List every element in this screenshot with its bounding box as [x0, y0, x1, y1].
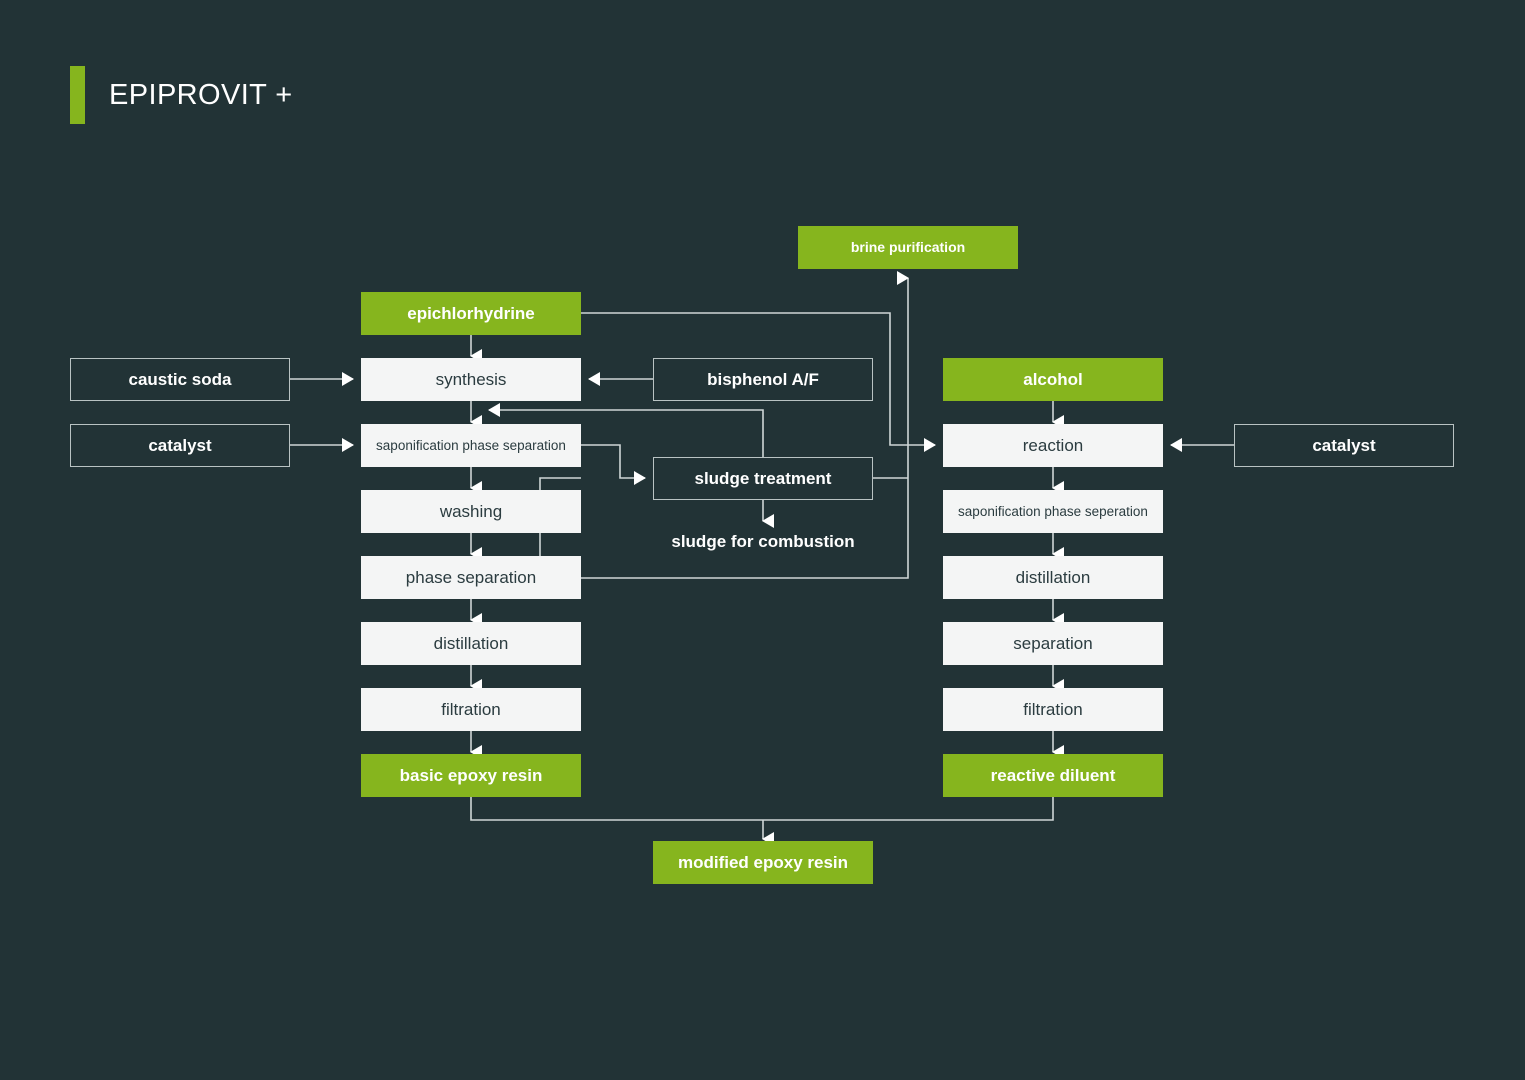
node-washing[interactable]: washing: [361, 490, 581, 533]
edge-saponification-sludgetreatment: [581, 444, 646, 485]
node-reaction[interactable]: reaction: [943, 424, 1163, 467]
node-bisphenol-af[interactable]: bisphenol A/F: [653, 358, 873, 401]
node-saponification-phase-separation[interactable]: saponification phase separation: [361, 424, 581, 467]
node-separation[interactable]: separation: [943, 622, 1163, 665]
node-filtration-right[interactable]: filtration: [943, 688, 1163, 731]
accent-bar: [70, 66, 85, 124]
node-sludge-treatment[interactable]: sludge treatment: [653, 457, 873, 500]
node-phase-separation[interactable]: phase separation: [361, 556, 581, 599]
node-basic-epoxy-resin[interactable]: basic epoxy resin: [361, 754, 581, 797]
edge-bottom-merge-rail: [470, 797, 1054, 821]
node-synthesis[interactable]: synthesis: [361, 358, 581, 401]
node-reactive-diluent[interactable]: reactive diluent: [943, 754, 1163, 797]
node-modified-epoxy-resin[interactable]: modified epoxy resin: [653, 841, 873, 884]
page-header: EPIPROVIT +: [70, 66, 293, 124]
node-saponification-phase-seperation[interactable]: saponification phase seperation: [943, 490, 1163, 533]
node-caustic-soda[interactable]: caustic soda: [70, 358, 290, 401]
node-catalyst-right[interactable]: catalyst: [1234, 424, 1454, 467]
node-epichlorhydrine[interactable]: epichlorhydrine: [361, 292, 581, 335]
node-brine-purification[interactable]: brine purification: [798, 226, 1018, 269]
node-catalyst-left[interactable]: catalyst: [70, 424, 290, 467]
page-title: EPIPROVIT +: [109, 78, 293, 111]
node-distillation-left[interactable]: distillation: [361, 622, 581, 665]
node-filtration-left[interactable]: filtration: [361, 688, 581, 731]
node-distillation-right[interactable]: distillation: [943, 556, 1163, 599]
node-alcohol[interactable]: alcohol: [943, 358, 1163, 401]
node-sludge-for-combustion: sludge for combustion: [671, 532, 855, 552]
